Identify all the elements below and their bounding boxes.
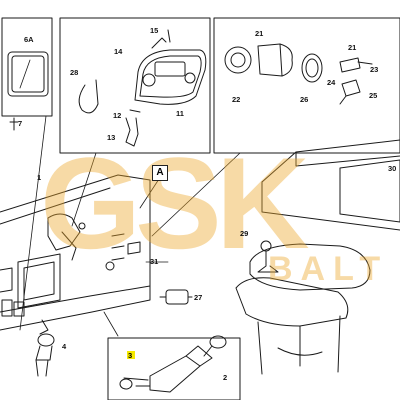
callout-1: 1	[37, 173, 42, 182]
callout-28: 28	[70, 68, 79, 77]
callout-7: 7	[18, 119, 23, 128]
callout-3-highlight: 3	[127, 351, 135, 360]
detail-box-ignition	[213, 17, 400, 154]
callout-14: 14	[114, 47, 123, 56]
callout-21-a: 21	[255, 29, 264, 38]
callout-3: 3	[128, 351, 133, 360]
reference-box-a: A	[152, 165, 168, 181]
callout-31: 31	[150, 257, 159, 266]
callout-22: 22	[232, 95, 241, 104]
callout-27: 27	[194, 293, 203, 302]
part-connector-4	[35, 319, 55, 377]
detail-box-switch	[107, 335, 241, 401]
callout-15: 15	[150, 26, 159, 35]
dashboard-panel	[0, 174, 151, 331]
callout-4: 4	[62, 342, 67, 351]
callout-6a: 6A	[24, 35, 34, 44]
callout-11: 11	[176, 109, 184, 118]
callout-13: 13	[107, 133, 116, 142]
callout-23: 23	[370, 65, 379, 74]
callout-12: 12	[113, 111, 122, 120]
seat-assembly	[235, 240, 371, 375]
callout-24: 24	[327, 78, 336, 87]
console-panel	[261, 139, 400, 231]
callout-2: 2	[223, 373, 228, 382]
detail-box-cluster	[59, 17, 211, 154]
callout-25: 25	[369, 91, 378, 100]
callout-29: 29	[240, 229, 249, 238]
callout-26: 26	[300, 95, 309, 104]
callout-21-b: 21	[348, 43, 357, 52]
callout-30: 30	[388, 164, 397, 173]
leader-lines	[19, 59, 241, 337]
detail-box-6a	[1, 17, 53, 131]
watermark-logo: GSK	[40, 130, 310, 276]
watermark-subtext: BALT	[268, 250, 389, 288]
part-switch-27	[159, 289, 193, 305]
